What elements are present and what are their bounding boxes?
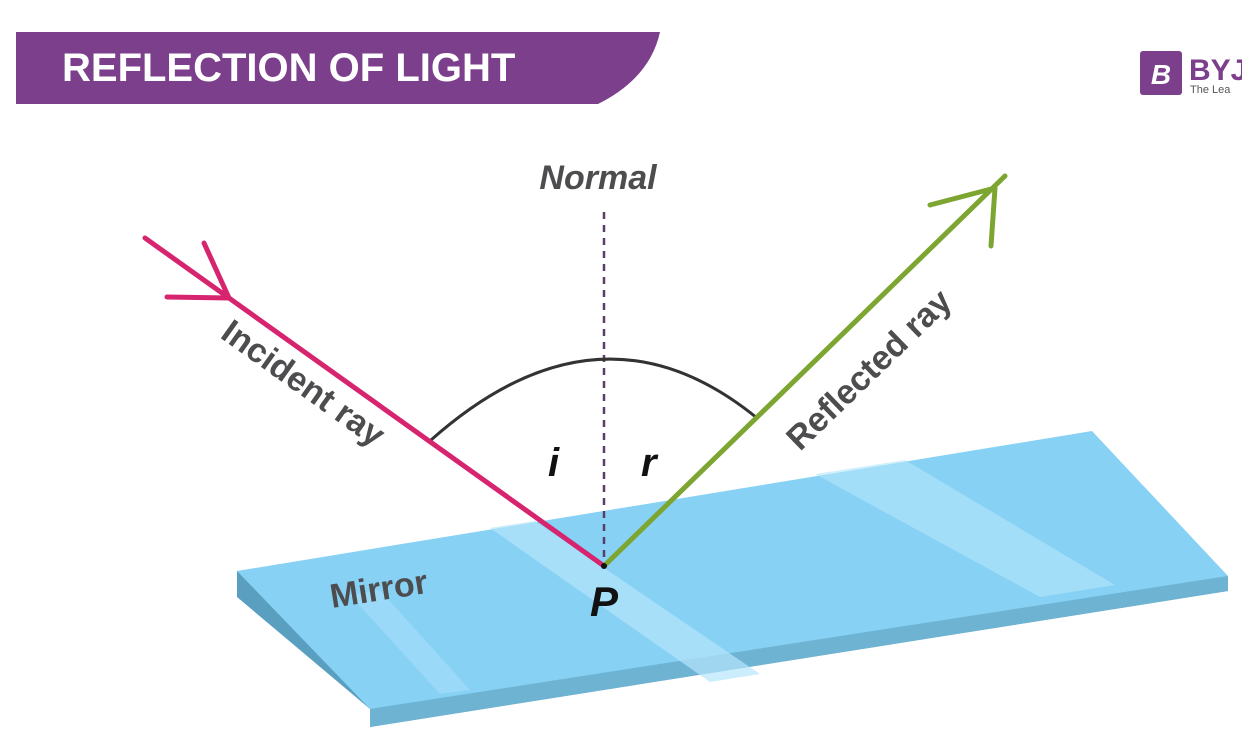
point-of-incidence <box>601 563 607 569</box>
logo-badge <box>1140 51 1182 95</box>
mirror-front-face-light <box>370 576 1228 727</box>
incident-ray-label: Incident ray <box>214 313 392 455</box>
point-label: P <box>590 578 619 625</box>
logo-tagline: The Lea <box>1190 84 1231 96</box>
incident-ray: Incident ray <box>142 235 607 569</box>
mirror-top-face <box>237 431 1228 709</box>
mirror-highlight-3 <box>350 590 470 694</box>
logo-glyph: B <box>1151 59 1171 90</box>
reflected-arrowhead <box>927 185 998 249</box>
logo-name: BYJ <box>1189 54 1242 87</box>
title-banner: REFLECTION OF LIGHT <box>16 32 660 104</box>
mirror <box>237 431 1228 727</box>
normal-label: Normal <box>539 159 658 197</box>
angle-arc <box>430 357 758 442</box>
angle-incidence-label: i <box>548 441 560 485</box>
banner-background <box>16 32 660 104</box>
incident-ray-line <box>142 235 607 569</box>
reflected-ray-line <box>601 173 1008 569</box>
banner-title: REFLECTION OF LIGHT <box>62 46 515 90</box>
mirror-highlight-2 <box>815 460 1115 597</box>
incident-arrowhead <box>164 240 232 301</box>
byjus-logo: B BYJ The Lea <box>1140 51 1242 96</box>
angle-reflection-label: r <box>641 441 659 485</box>
mirror-highlight-1 <box>490 521 760 682</box>
